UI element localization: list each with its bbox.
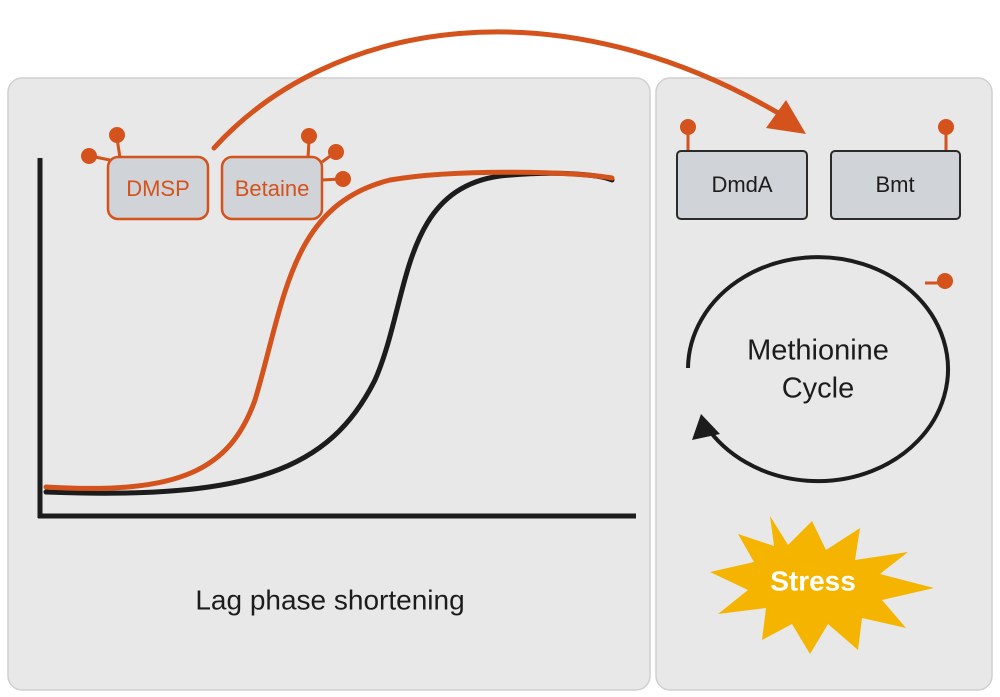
cycle-label-line1: Methionine: [747, 335, 889, 367]
betaine-molecule: [220, 128, 351, 221]
dmsp-label: DMSP: [126, 176, 190, 201]
dmda-label: DmdA: [711, 172, 772, 197]
lag-phase-caption: Lag phase shortening: [195, 584, 464, 615]
stress-label: Stress: [770, 565, 856, 596]
bmt-label: Bmt: [875, 172, 914, 197]
dmda-enzyme: [676, 119, 808, 220]
bmt-enzyme: [830, 119, 961, 220]
transfer-arrowhead: [766, 100, 806, 134]
treated-growth-curve: [43, 169, 615, 491]
dmsp-molecule: [81, 127, 210, 221]
methionine-cycle-ring: [686, 255, 950, 484]
transfer-arrow: [211, 29, 793, 151]
left-panel: [7, 77, 651, 691]
cycle-arrowhead: [692, 414, 720, 440]
betaine-label: Betaine: [235, 176, 310, 201]
cycle-pin: [925, 273, 953, 289]
growth-axes: [37, 158, 636, 519]
stress-burst: [710, 516, 934, 654]
cycle-label-line2: Cycle: [782, 373, 855, 405]
